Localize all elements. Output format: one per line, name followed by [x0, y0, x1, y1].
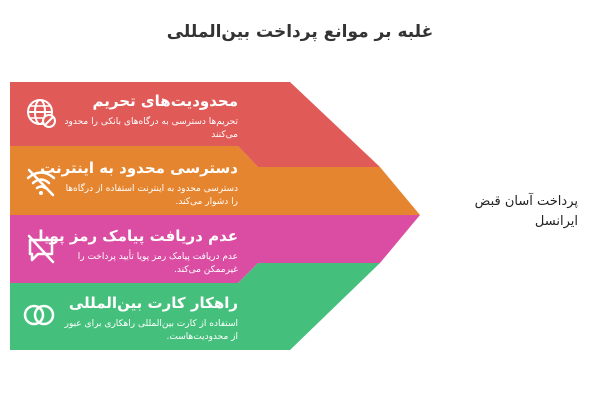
band-heading: عدم دریافت پیامک رمز پویا: [38, 227, 238, 245]
band-heading: راهکار کارت بین‌المللی: [68, 294, 238, 312]
band-description: عدم دریافت پیامک رمز پویا تأیید پرداخت ر…: [77, 252, 238, 275]
message-off-icon: [27, 234, 55, 264]
band-orange-shape: [10, 146, 420, 215]
globe-ban-icon: [27, 99, 56, 128]
band-description: تحریم‌ها دسترسی به درگاه‌های بانکی را مح…: [64, 117, 238, 140]
rings-icon: [23, 304, 55, 326]
diagram-title: غلبه بر موانع پرداخت بین‌المللی: [166, 22, 434, 42]
band-red-text: محدودیت‌های تحریم تحریم‌ها دسترسی به درگ…: [20, 92, 238, 142]
band-description: دسترسی محدود به اینترنت استفاده از درگاه…: [65, 184, 238, 207]
band-heading: دسترسی محدود به اینترنت: [40, 159, 238, 177]
result-label: پرداخت آسان قبض ایرانسل: [474, 194, 578, 229]
wifi-off-icon: [26, 168, 56, 197]
band-description: استفاده از کارت بین‌المللی راهکاری برای …: [64, 319, 238, 342]
band-orange-text: دسترسی محدود به اینترنت دسترسی محدود به …: [20, 159, 238, 209]
band-green-text: راهکار کارت بین‌المللی استفاده از کارت ب…: [20, 294, 238, 344]
band-green-shape: [10, 263, 380, 350]
band-magenta-shape: [10, 215, 420, 283]
band-heading: محدودیت‌های تحریم: [92, 92, 238, 110]
band-magenta-text: عدم دریافت پیامک رمز پویا عدم دریافت پیا…: [20, 227, 238, 277]
band-red-shape: [10, 82, 380, 167]
